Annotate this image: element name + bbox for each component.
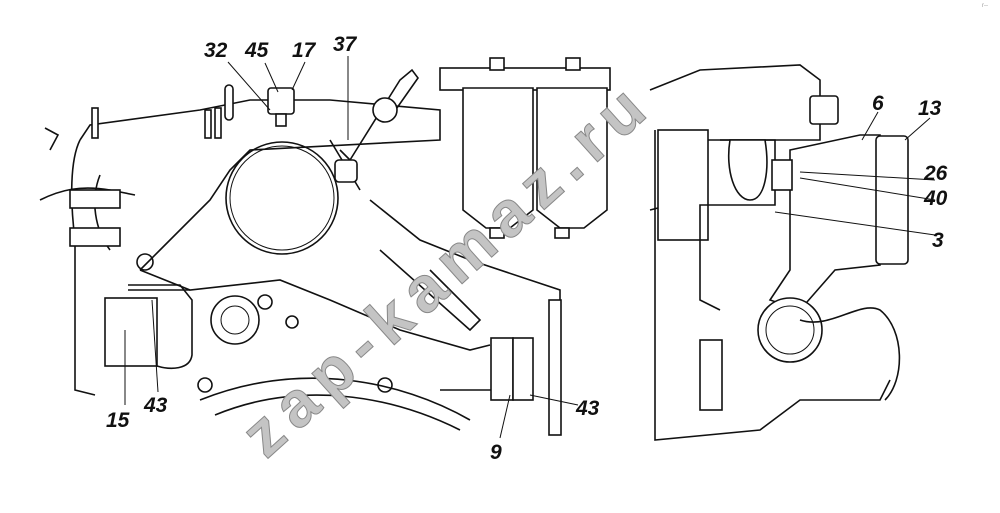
callout-6: 6	[872, 92, 884, 115]
callout-9: 9	[490, 441, 502, 464]
callout-45: 45	[245, 39, 269, 62]
sensor-17	[267, 87, 295, 115]
hose-9	[440, 337, 534, 401]
callout-43-right: 43	[576, 397, 600, 420]
callout-3: 3	[932, 229, 944, 252]
pipe-6	[768, 134, 881, 311]
hose-15	[104, 284, 193, 370]
intake-manifold	[39, 84, 441, 396]
callout-15: 15	[106, 409, 130, 432]
engine-side-view	[649, 64, 909, 441]
corner-mark: r--	[982, 3, 988, 9]
callout-43-left: 43	[144, 394, 168, 417]
callout-26: 26	[924, 162, 948, 185]
callout-17: 17	[292, 39, 316, 62]
fuel-filters	[439, 57, 611, 239]
callout-40: 40	[924, 187, 948, 210]
hose-13	[875, 135, 909, 265]
leader-lines	[124, 56, 936, 439]
air-duct-clamp	[225, 68, 419, 255]
callout-13: 13	[918, 97, 942, 120]
callout-37: 37	[333, 33, 357, 56]
callout-32: 32	[204, 39, 228, 62]
